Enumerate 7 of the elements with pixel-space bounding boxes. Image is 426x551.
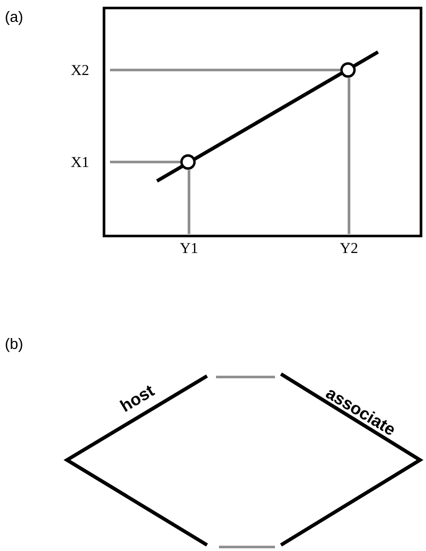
panel-label: (a) bbox=[6, 11, 22, 25]
axis-label: X1 bbox=[71, 157, 88, 167]
axis-label: X2 bbox=[71, 65, 88, 75]
line-label: host bbox=[119, 386, 156, 412]
axis-label: Y1 bbox=[180, 243, 198, 253]
panel-label: (b) bbox=[6, 338, 22, 352]
axis-label: Y2 bbox=[340, 243, 358, 253]
